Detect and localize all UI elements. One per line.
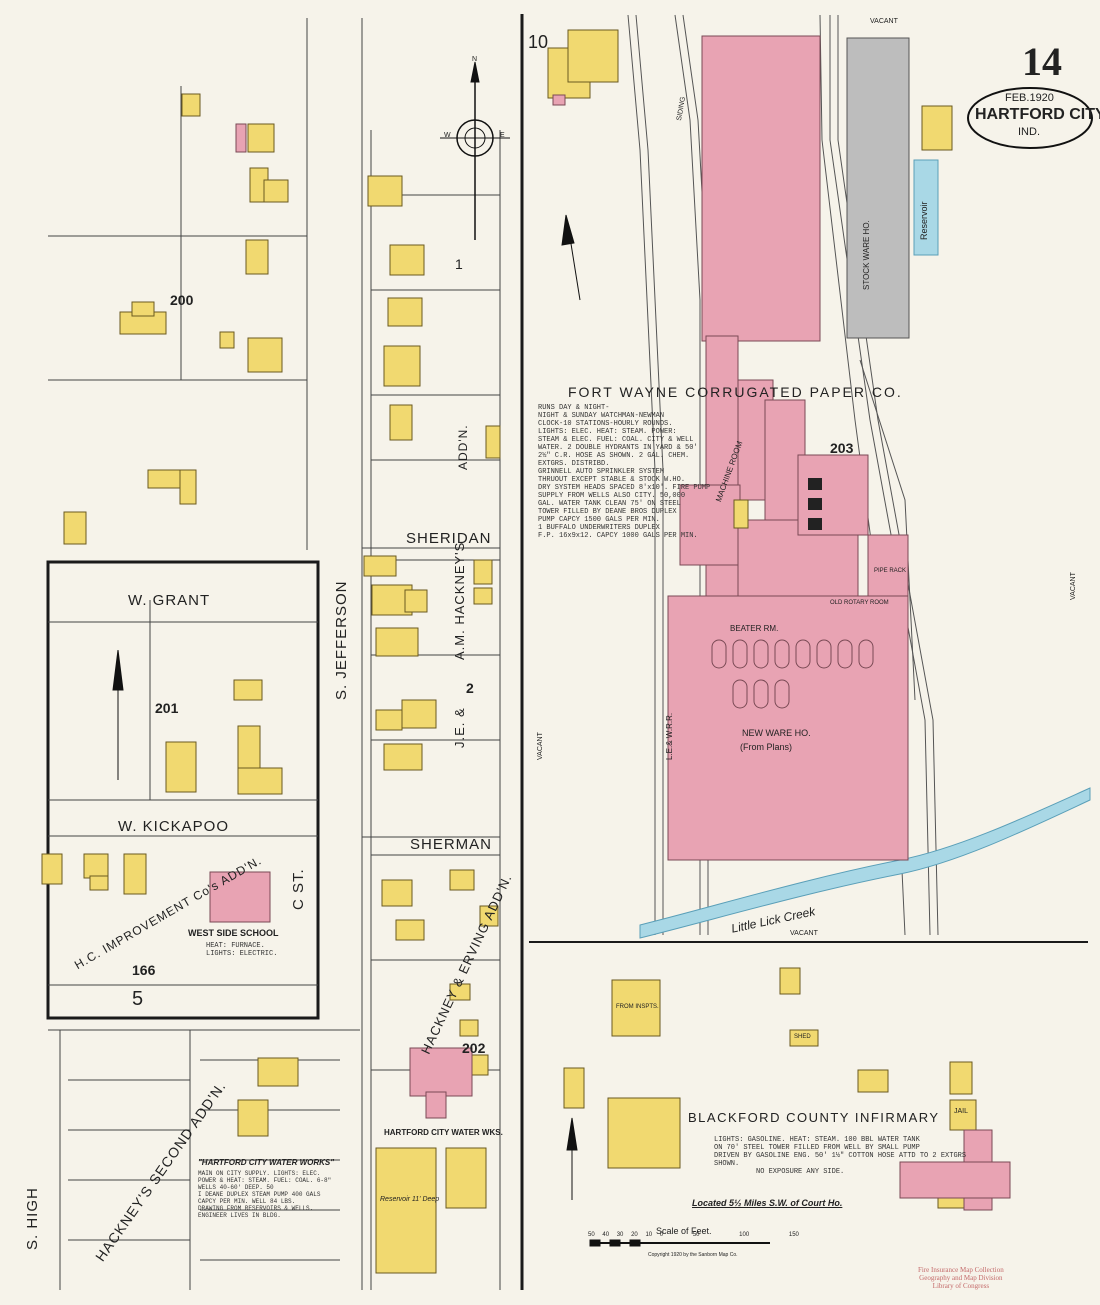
library-stamp: Fire Insurance Map Collection Geography … [918,1266,1004,1290]
school-notes: HEAT: FURNACE. LIGHTS: ELECTRIC. [206,942,278,958]
boiler-blocks [808,478,822,530]
scale-tick: 10 [645,1232,653,1238]
from-inspts-label: FROM INSPTS. [616,1004,659,1010]
location-note: Located 5½ Miles S.W. of Court Ho. [692,1198,843,1208]
scale-tick: 50 [588,1232,595,1238]
scale-bar [589,1239,770,1247]
reservoir-label: Reservoir [919,201,929,240]
block-201: 201 [155,700,179,716]
city-oval [967,87,1093,149]
beater-room-label: BEATER RM. [730,624,779,633]
block-5: 5 [132,988,144,1010]
street-s-jefferson: S. JEFFERSON [333,580,350,700]
block-200: 200 [170,292,194,308]
water-works-notes: MAIN ON CITY SUPPLY. LIGHTS: ELEC. POWER… [198,1170,332,1219]
scale-label: Scale of Feet. [656,1226,712,1236]
street-w-grant: W. GRANT [128,592,211,609]
vacant-label-1: VACANT [537,732,544,760]
street-c-st: C ST. [290,868,307,910]
stock-warehouse-label: STOCK WARE HO. [862,220,871,290]
scale-ticks: 50 40 30 20 10 0 50 100 150 [588,1232,799,1238]
block-2: 2 [466,680,474,696]
paper-company-name: FORT WAYNE CORRUGATED PAPER CO. [568,384,903,400]
compass-west: W [444,132,451,139]
block-166: 166 [132,962,156,978]
water-works-title: "HARTFORD CITY WATER WORKS" [198,1158,335,1167]
street-sheridan: SHERIDAN [406,530,492,547]
infirmary-notes: LIGHTS: GASOLINE. HEAT: STEAM. 100 BBL W… [714,1136,967,1176]
new-warehouse-label: NEW WARE HO. [742,728,811,738]
little-lick-creek [639,787,1091,939]
block-203: 203 [830,440,854,456]
school-name: WEST SIDE SCHOOL [188,928,279,938]
block-202: 202 [462,1040,486,1056]
scale-tick: 20 [631,1232,638,1238]
reservoir-strip [913,159,939,256]
block-10: 10 [528,32,549,52]
stock-warehouse [846,37,910,339]
street-sherman: SHERMAN [410,836,493,853]
infirmary-name: BLACKFORD COUNTY INFIRMARY [688,1110,940,1125]
vacant-label-2: VACANT [1070,572,1077,600]
compass-rose [440,61,510,240]
old-rotary-room-label: OLD ROTARY ROOM [830,600,889,606]
railroad-label: L.E.& W.R.R. [665,712,674,760]
vacant-label-4: VACANT [870,18,898,25]
frame-buildings [41,29,977,1274]
city-name: HARTFORD CITY [975,106,1100,123]
block-1: 1 [455,256,463,272]
vacant-label-3: VACANT [790,930,818,937]
scale-tick: 100 [739,1232,750,1238]
scale-tick: 40 [602,1232,610,1238]
paper-company-notes: RUNS DAY & NIGHT- NIGHT & SUNDAY WATCHMA… [538,404,711,540]
state-name: IND. [1018,126,1040,138]
addition-addn-1: ADD'N. [456,424,470,470]
shed-label: SHED [794,1034,811,1040]
sheet-date: FEB.1920 [1005,92,1054,104]
from-plans-label: (From Plans) [740,742,793,752]
scale-tick: 150 [788,1232,799,1238]
compass-north: N [472,56,478,63]
street-lines [48,18,501,1290]
scale-tick: 30 [616,1232,624,1238]
addition-je: J.E. & [452,707,467,748]
brick-buildings-other [209,94,1011,1211]
street-s-high: S. HIGH [24,1187,41,1250]
addition-am-hackney: A.M. HACKNEY'S [452,541,467,660]
sheet-number: 14 [1022,39,1062,84]
compass-east: E [500,132,505,139]
jail-label: JAIL [954,1108,969,1115]
pipe-rack-label: PIPE RACK [874,568,907,574]
railroad-tracks [627,14,939,936]
scale-tick: 50 [692,1232,700,1238]
north-arrows [112,214,581,1200]
major-divider-lines [46,14,1088,1290]
copyright: Copyright 1920 by the Sanborn Map Co. [648,1252,738,1258]
scale-tick: 0 [659,1232,664,1238]
reservoir-deep-label: Reservoir 11' Deep [380,1196,440,1203]
beater-room-tanks [711,639,874,709]
water-works-label: HARTFORD CITY WATER WKS. [384,1128,503,1137]
street-w-kickapoo: W. KICKAPOO [118,818,230,835]
